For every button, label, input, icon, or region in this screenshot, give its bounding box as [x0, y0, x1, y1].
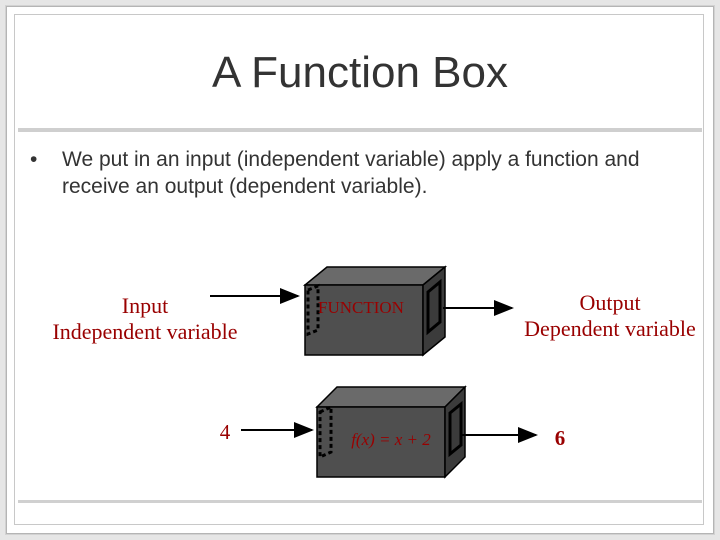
- bullet-dot: •: [30, 148, 38, 171]
- formula-box: [315, 385, 467, 479]
- function-box-label: FUNCTION: [318, 298, 404, 317]
- formula-label: f(x) = x + 2: [351, 430, 431, 449]
- output-value: 6: [554, 426, 566, 450]
- input-label-line1: Input: [121, 293, 169, 318]
- output-label: Output Dependent variable: [505, 290, 715, 342]
- output-label-line2: Dependent variable: [524, 316, 696, 341]
- input-label: Input Independent variable: [40, 293, 250, 345]
- input-label-line2: Independent variable: [52, 319, 238, 344]
- function-box-top: [302, 265, 448, 357]
- slide-inner-frame: [14, 14, 704, 525]
- bottom-divider: [18, 500, 702, 503]
- input-value: 4: [219, 420, 231, 444]
- slide-title: A Function Box: [212, 48, 508, 97]
- title-divider: [18, 128, 702, 132]
- output-label-line1: Output: [579, 290, 641, 315]
- bullet-text: We put in an input (independent variable…: [62, 148, 640, 198]
